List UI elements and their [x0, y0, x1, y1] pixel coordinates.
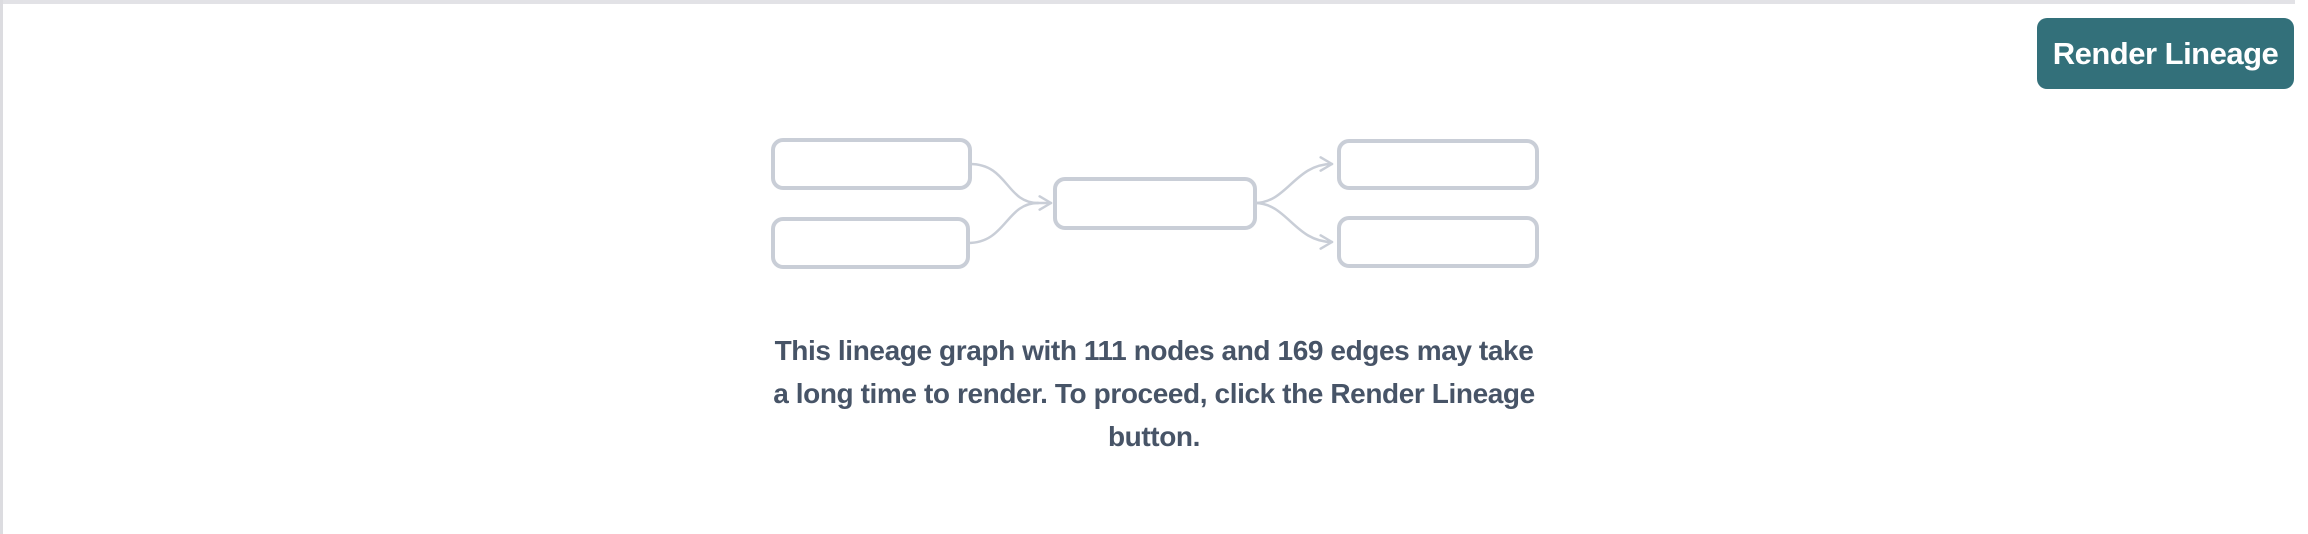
placeholder-node [1053, 177, 1257, 230]
lineage-placeholder-graphic [764, 133, 1554, 278]
panel-top-border [0, 0, 2295, 4]
placeholder-edge [1253, 201, 1334, 250]
empty-state-message-line: a long time to render. To proceed, click… [773, 378, 1535, 409]
placeholder-edge [1253, 156, 1334, 205]
lineage-placeholder-svg [771, 138, 1539, 269]
empty-state-message-line: button. [1107, 421, 1201, 452]
placeholder-node [771, 217, 970, 269]
placeholder-node [771, 138, 972, 190]
render-lineage-button[interactable]: Render Lineage [2037, 18, 2294, 89]
empty-state-message-line: This lineage graph with 111 nodes and 16… [774, 335, 1534, 366]
placeholder-edge [968, 162, 1040, 205]
placeholder-node [1337, 216, 1539, 268]
placeholder-edge [966, 201, 1040, 245]
placeholder-node [1337, 139, 1539, 190]
empty-state-message: This lineage graph with 111 nodes and 16… [0, 329, 2308, 458]
panel-left-border [0, 0, 3, 534]
